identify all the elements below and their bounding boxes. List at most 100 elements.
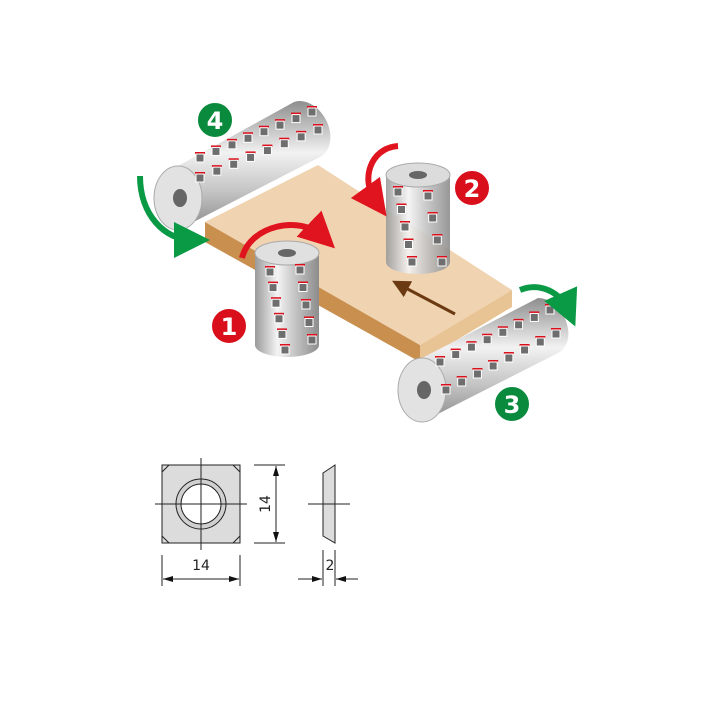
insert-edge bbox=[488, 360, 499, 362]
insert-edge bbox=[295, 264, 305, 266]
insert-edge bbox=[450, 348, 461, 351]
insert-edge bbox=[291, 112, 301, 115]
insert-edge bbox=[435, 356, 445, 358]
carbide-insert bbox=[545, 305, 555, 315]
insert-edge bbox=[274, 312, 284, 315]
insert-edge bbox=[513, 318, 524, 321]
carbide-insert bbox=[229, 159, 239, 169]
insert-edge bbox=[400, 221, 410, 223]
carbide-insert bbox=[279, 139, 289, 149]
carbide-insert bbox=[423, 191, 433, 201]
insert-edge bbox=[275, 119, 285, 122]
carbide-insert bbox=[451, 350, 461, 360]
carbide-insert bbox=[428, 213, 438, 223]
carbide-insert bbox=[268, 283, 278, 293]
carbide-insert bbox=[291, 114, 301, 124]
carbide-insert bbox=[212, 166, 222, 176]
carbide-insert bbox=[488, 361, 498, 371]
insert-edge bbox=[298, 281, 308, 284]
carbide-insert bbox=[259, 127, 269, 137]
carbide-insert bbox=[404, 240, 413, 249]
width-dimension bbox=[161, 555, 241, 586]
carbide-insert bbox=[397, 205, 406, 214]
insert-edge bbox=[307, 334, 317, 336]
carbide-insert bbox=[274, 314, 284, 324]
insert-front-view bbox=[155, 458, 247, 550]
insert-edge bbox=[227, 138, 237, 141]
insert-edge bbox=[265, 266, 275, 268]
insert-edge bbox=[396, 203, 407, 206]
insert-edge bbox=[407, 256, 417, 258]
carbide-insert bbox=[277, 329, 287, 339]
insert-row bbox=[441, 328, 561, 395]
carbide-insert bbox=[271, 298, 281, 308]
insert-edge bbox=[497, 326, 508, 329]
thickness-dimension bbox=[298, 550, 358, 586]
carbide-insert bbox=[227, 140, 237, 150]
carbide-insert bbox=[472, 369, 482, 379]
insert-row bbox=[295, 264, 317, 345]
carbide-insert bbox=[265, 267, 275, 277]
insert-edge bbox=[466, 341, 477, 344]
svg-text:4: 4 bbox=[207, 107, 224, 135]
insert-row bbox=[195, 106, 317, 163]
carbide-insert bbox=[407, 257, 417, 267]
insert-row bbox=[195, 124, 323, 183]
badge-head-4: 4 bbox=[196, 101, 234, 139]
rotation-arrow-1 bbox=[239, 210, 336, 259]
insert-row bbox=[265, 266, 290, 355]
svg-text:1: 1 bbox=[221, 313, 238, 341]
insert-edge bbox=[268, 281, 278, 284]
carbide-insert bbox=[535, 337, 545, 347]
carbide-insert bbox=[295, 265, 305, 275]
feed-direction-arrow bbox=[392, 280, 456, 316]
carbide-insert bbox=[437, 257, 447, 267]
insert-edge bbox=[195, 172, 205, 174]
carbide-insert bbox=[275, 120, 285, 130]
insert-edge bbox=[551, 328, 561, 330]
carbide-insert bbox=[307, 107, 317, 117]
carbide-insert bbox=[195, 173, 205, 183]
insert-edge bbox=[277, 328, 287, 331]
carbide-insert bbox=[514, 320, 524, 330]
carbide-insert bbox=[280, 345, 290, 355]
badge-head-3: 3 bbox=[493, 385, 531, 423]
carbide-insert bbox=[457, 377, 467, 387]
insert-edge bbox=[211, 145, 221, 148]
insert-edge bbox=[503, 352, 514, 354]
insert-edge bbox=[304, 316, 314, 319]
insert-edge bbox=[280, 344, 290, 346]
badge-head-2: 2 bbox=[453, 169, 491, 207]
carbide-insert bbox=[301, 300, 311, 310]
insert-edge bbox=[245, 151, 256, 154]
thickness-label: 2 bbox=[326, 558, 335, 574]
insert-edge bbox=[271, 297, 281, 300]
carbide-insert bbox=[393, 187, 403, 197]
carbide-insert bbox=[296, 132, 306, 142]
carbide-insert bbox=[195, 153, 205, 163]
carbide-insert bbox=[307, 335, 317, 345]
carbide-insert bbox=[400, 222, 410, 232]
carbide-insert bbox=[529, 312, 539, 322]
carbide-insert bbox=[432, 235, 442, 245]
insert-edge bbox=[472, 368, 483, 370]
insert-edge bbox=[296, 130, 307, 133]
carbide-insert bbox=[435, 357, 445, 367]
carbide-insert bbox=[211, 146, 221, 156]
rotation-arrow-4 bbox=[137, 175, 210, 258]
carbide-insert bbox=[498, 327, 508, 337]
insert-edge bbox=[243, 132, 253, 135]
cutter-head-4 bbox=[153, 101, 331, 231]
rotation-arrow-3 bbox=[518, 284, 578, 327]
carbide-insert bbox=[262, 146, 272, 156]
carbide-insert bbox=[304, 318, 314, 327]
badge-head-1: 1 bbox=[210, 307, 248, 345]
insert-edge bbox=[307, 106, 317, 108]
insert-edge bbox=[313, 124, 323, 126]
insert-edge bbox=[427, 212, 438, 214]
width-label: 14 bbox=[192, 558, 210, 574]
insert-edge bbox=[211, 165, 222, 168]
insert-edge bbox=[403, 238, 414, 241]
insert-edge bbox=[482, 333, 493, 336]
insert-row bbox=[393, 186, 417, 267]
